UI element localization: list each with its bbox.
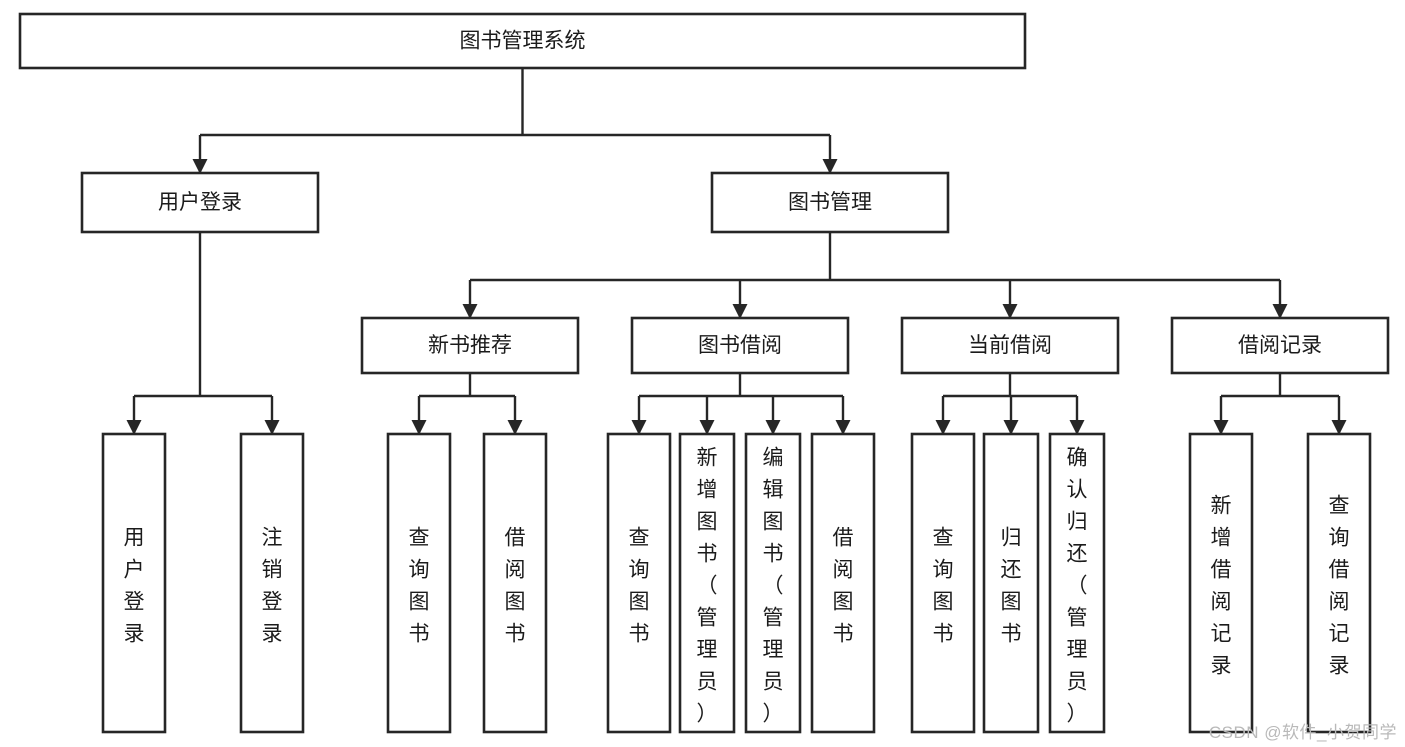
node-leaf-query-record[interactable]: 查询借阅记录 — [1306, 432, 1372, 734]
node-box-leaf-query-book-1 — [386, 432, 452, 734]
node-box-leaf-query-record — [1306, 432, 1372, 734]
node-box-leaf-add-book — [678, 432, 736, 734]
arrow-head-icon — [699, 420, 715, 435]
arrow-head-icon — [507, 420, 523, 435]
node-user-login[interactable]: 用户登录 — [80, 171, 320, 234]
node-book-borrow[interactable]: 图书借阅 — [630, 316, 850, 375]
edge-group-user-login — [126, 232, 280, 435]
node-leaf-logout[interactable]: 注销登录 — [239, 432, 305, 734]
node-label-user-login: 用户登录 — [158, 191, 242, 214]
arrow-head-icon — [822, 159, 838, 174]
edge-group-book-manage — [462, 232, 1288, 319]
node-leaf-edit-book[interactable]: 编辑图书（管理员） — [744, 432, 802, 734]
edge-group-current-borrow — [935, 373, 1085, 435]
node-box-leaf-add-record — [1188, 432, 1254, 734]
node-box-leaf-query-book-3 — [910, 432, 976, 734]
node-label-current-borrow: 当前借阅 — [968, 334, 1052, 357]
node-label-leaf-add-book: 新增图书（管理员） — [697, 447, 718, 726]
node-box-root — [18, 12, 1027, 70]
node-label-borrow-record: 借阅记录 — [1238, 334, 1322, 357]
node-label-leaf-confirm-return: 确认归还（管理员） — [1067, 447, 1088, 726]
edge-group-root — [192, 68, 838, 174]
node-box-new-book-rec — [360, 316, 580, 375]
node-label-book-manage: 图书管理 — [788, 191, 872, 214]
node-label-root: 图书管理系统 — [460, 30, 586, 53]
node-root[interactable]: 图书管理系统 — [18, 12, 1027, 70]
arrow-head-icon — [1002, 304, 1018, 319]
arrow-head-icon — [1213, 420, 1229, 435]
node-label-leaf-add-record: 新增借阅记录 — [1211, 495, 1232, 678]
arrow-head-icon — [765, 420, 781, 435]
node-box-borrow-record — [1170, 316, 1390, 375]
arrow-head-icon — [1003, 420, 1019, 435]
node-leaf-confirm-return[interactable]: 确认归还（管理员） — [1048, 432, 1106, 734]
node-label-leaf-query-book-1: 查询图书 — [409, 527, 430, 646]
arrow-head-icon — [462, 304, 478, 319]
node-box-leaf-user-login — [101, 432, 167, 734]
node-box-leaf-borrow-book-1 — [482, 432, 548, 734]
node-box-user-login — [80, 171, 320, 234]
node-leaf-add-record[interactable]: 新增借阅记录 — [1188, 432, 1254, 734]
node-label-leaf-borrow-book-2: 借阅图书 — [833, 527, 854, 646]
csdn-watermark: CSDN @软件_小贺同学 — [1208, 723, 1397, 742]
arrow-head-icon — [192, 159, 208, 174]
edge-group-book-borrow — [631, 373, 851, 435]
node-box-leaf-logout — [239, 432, 305, 734]
node-book-manage[interactable]: 图书管理 — [710, 171, 950, 234]
node-box-book-manage — [710, 171, 950, 234]
node-leaf-query-book-1[interactable]: 查询图书 — [386, 432, 452, 734]
node-label-leaf-query-book-3: 查询图书 — [933, 527, 954, 646]
node-new-book-rec[interactable]: 新书推荐 — [360, 316, 580, 375]
node-current-borrow[interactable]: 当前借阅 — [900, 316, 1120, 375]
arrow-head-icon — [1272, 304, 1288, 319]
node-leaf-add-book[interactable]: 新增图书（管理员） — [678, 432, 736, 734]
edges-layer — [126, 68, 1347, 435]
edge-group-borrow-record — [1213, 373, 1347, 435]
node-label-leaf-user-login: 用户登录 — [124, 527, 145, 646]
node-box-current-borrow — [900, 316, 1120, 375]
arrow-head-icon — [631, 420, 647, 435]
arrow-head-icon — [1069, 420, 1085, 435]
arrow-head-icon — [732, 304, 748, 319]
arrow-head-icon — [1331, 420, 1347, 435]
node-label-leaf-query-book-2: 查询图书 — [629, 527, 650, 646]
node-label-leaf-query-record: 查询借阅记录 — [1329, 495, 1350, 678]
node-label-leaf-return-book: 归还图书 — [1001, 527, 1022, 646]
node-leaf-user-login[interactable]: 用户登录 — [101, 432, 167, 734]
node-box-book-borrow — [630, 316, 850, 375]
node-label-new-book-rec: 新书推荐 — [428, 334, 512, 357]
node-label-leaf-edit-book: 编辑图书（管理员） — [763, 447, 784, 726]
arrow-head-icon — [835, 420, 851, 435]
node-label-leaf-logout: 注销登录 — [262, 527, 283, 646]
node-leaf-query-book-3[interactable]: 查询图书 — [910, 432, 976, 734]
node-box-leaf-borrow-book-2 — [810, 432, 876, 734]
node-leaf-borrow-book-1[interactable]: 借阅图书 — [482, 432, 548, 734]
node-leaf-query-book-2[interactable]: 查询图书 — [606, 432, 672, 734]
arrow-head-icon — [264, 420, 280, 435]
node-box-leaf-query-book-2 — [606, 432, 672, 734]
node-label-book-borrow: 图书借阅 — [698, 334, 782, 357]
node-label-leaf-borrow-book-1: 借阅图书 — [505, 527, 526, 646]
node-box-leaf-confirm-return — [1048, 432, 1106, 734]
node-box-leaf-return-book — [982, 432, 1040, 734]
node-leaf-return-book[interactable]: 归还图书 — [982, 432, 1040, 734]
node-leaf-borrow-book-2[interactable]: 借阅图书 — [810, 432, 876, 734]
nodes-layer: 图书管理系统用户登录图书管理新书推荐图书借阅当前借阅借阅记录用户登录注销登录查询… — [18, 12, 1390, 734]
arrow-head-icon — [126, 420, 142, 435]
arrow-head-icon — [411, 420, 427, 435]
node-borrow-record[interactable]: 借阅记录 — [1170, 316, 1390, 375]
node-box-leaf-edit-book — [744, 432, 802, 734]
edge-group-new-book-rec — [411, 373, 523, 435]
arrow-head-icon — [935, 420, 951, 435]
